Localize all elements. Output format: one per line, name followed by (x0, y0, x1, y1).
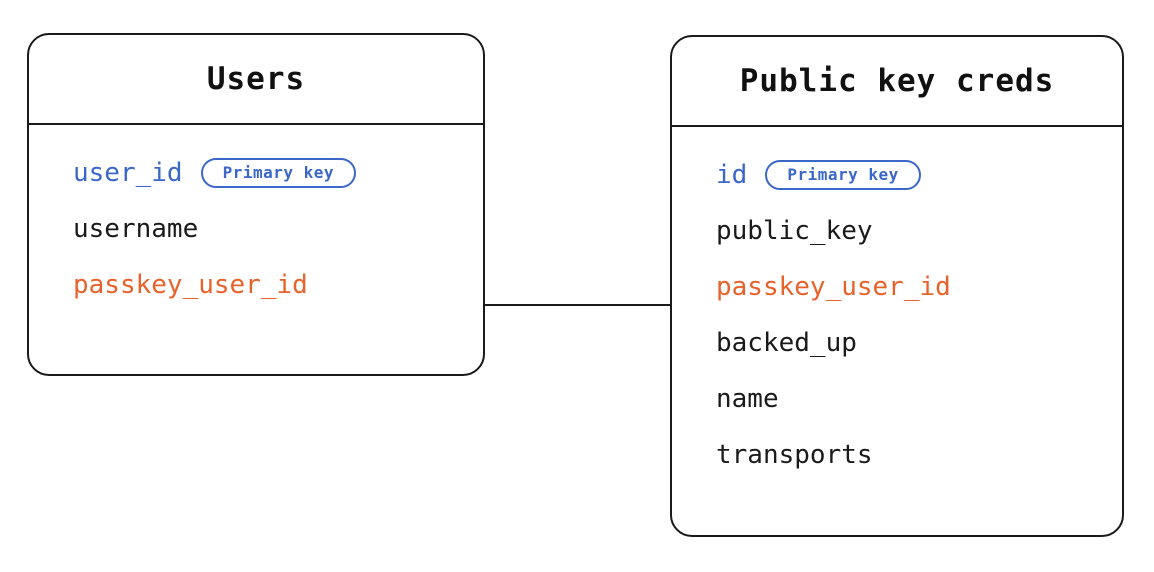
entity-field-list-users: user_id Primary key username passkey_use… (29, 125, 483, 313)
entity-title-public-key-creds: Public key creds (739, 62, 1055, 99)
entity-field-list-public-key-creds: id Primary key public_key passkey_user_i… (672, 127, 1122, 483)
field-row-public-key[interactable]: public_key (672, 203, 1122, 259)
field-row-passkey-user-id-users[interactable]: passkey_user_id (29, 257, 483, 313)
field-row-user-id[interactable]: user_id Primary key (29, 145, 483, 201)
field-row-backed-up[interactable]: backed_up (672, 315, 1122, 371)
field-name-public-key: public_key (716, 216, 873, 246)
field-row-name[interactable]: name (672, 371, 1122, 427)
entity-header-public-key-creds: Public key creds (672, 37, 1122, 127)
field-name-passkey-user-id: passkey_user_id (716, 272, 951, 302)
field-row-passkey-user-id-pkc[interactable]: passkey_user_id (672, 259, 1122, 315)
field-name-passkey-user-id: passkey_user_id (73, 270, 308, 300)
field-name-transports: transports (716, 440, 873, 470)
primary-key-badge-id: Primary key (765, 160, 921, 190)
field-name-backed-up: backed_up (716, 328, 857, 358)
entity-title-users: Users (206, 60, 306, 97)
entity-card-public-key-creds[interactable]: Public key creds id Primary key public_k… (670, 35, 1124, 537)
entity-card-users[interactable]: Users user_id Primary key username passk… (27, 33, 485, 376)
entity-header-users: Users (29, 35, 483, 125)
field-row-id[interactable]: id Primary key (672, 147, 1122, 203)
field-name-name: name (716, 384, 779, 414)
relationship-connector-line (483, 304, 671, 306)
field-row-transports[interactable]: transports (672, 427, 1122, 483)
field-name-user-id: user_id (73, 158, 183, 188)
primary-key-badge-user-id: Primary key (200, 158, 357, 188)
field-name-username: username (73, 214, 199, 244)
field-row-username[interactable]: username (29, 201, 483, 257)
field-name-id: id (716, 160, 748, 190)
primary-key-badge-label: Primary key (222, 163, 335, 182)
primary-key-badge-label: Primary key (787, 165, 899, 184)
